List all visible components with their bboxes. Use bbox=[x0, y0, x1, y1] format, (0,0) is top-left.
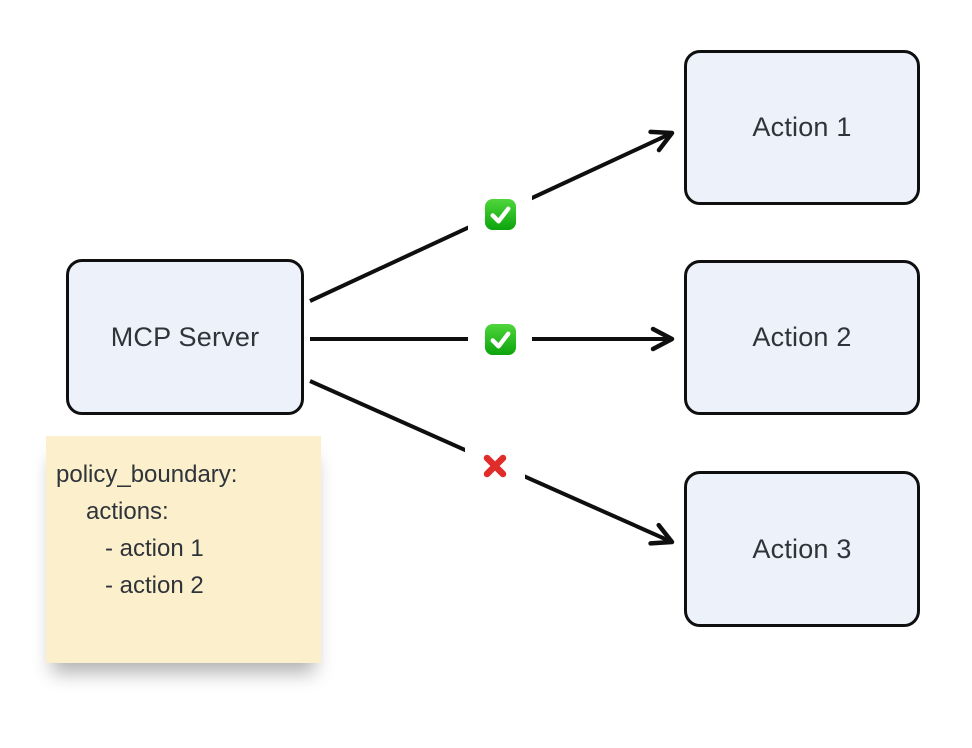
action-3-node: Action 3 bbox=[684, 471, 920, 627]
note-line-action-1: - action 1 bbox=[105, 535, 204, 562]
action-1-node: Action 1 bbox=[684, 50, 920, 205]
cross-icon bbox=[465, 441, 525, 491]
action-3-label: Action 3 bbox=[752, 533, 852, 564]
check-icon bbox=[468, 311, 532, 367]
action-1-label: Action 1 bbox=[752, 112, 852, 142]
mcp-server-node: MCP Server bbox=[66, 259, 304, 415]
check-icon bbox=[468, 186, 532, 242]
mcp-server-label: MCP Server bbox=[110, 321, 260, 352]
note-line-policy-boundary: policy_boundary: bbox=[56, 461, 238, 488]
policy-boundary-note: policy_boundary: actions: - action 1 - a… bbox=[46, 436, 321, 663]
action-2-node: Action 2 bbox=[684, 260, 920, 415]
note-line-action-2: - action 2 bbox=[105, 572, 204, 599]
note-line-actions: actions: bbox=[86, 498, 169, 525]
action-2-label: Action 2 bbox=[752, 322, 852, 352]
